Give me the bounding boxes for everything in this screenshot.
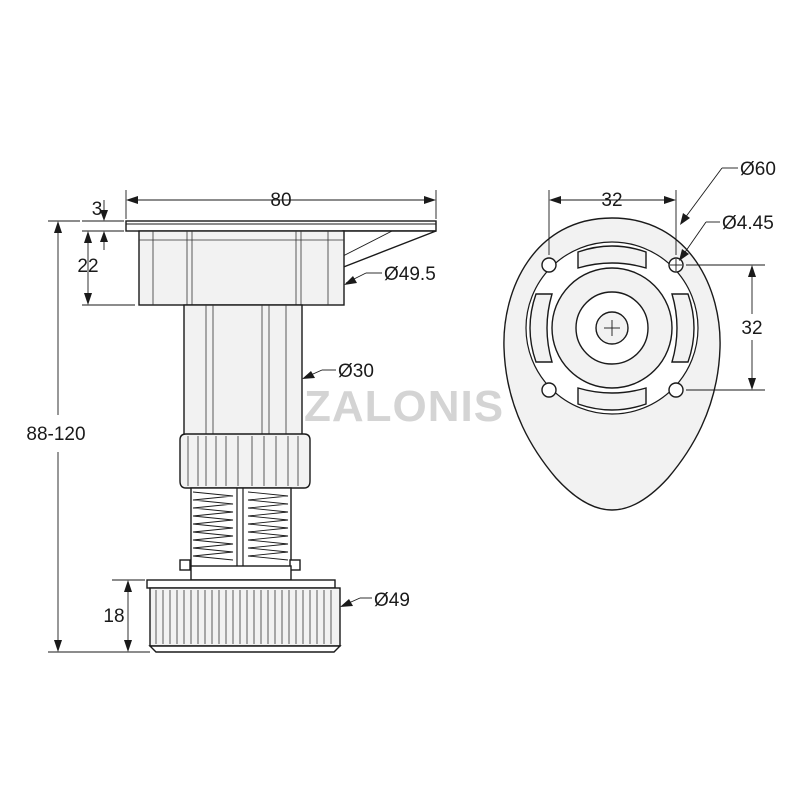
dimension-hole-spacing-y: 32 [686, 264, 765, 391]
tube [183, 304, 303, 436]
leader-hole-diameter: Ø4.45 [679, 213, 774, 261]
dimension-total-height: 88-120 [26, 220, 150, 653]
cross-web [577, 245, 647, 269]
watermark-text: ZALONIS [304, 382, 504, 431]
plate-thickness-label: 3 [92, 199, 103, 220]
total-height-label: 88-120 [26, 424, 85, 445]
adjustment-nut [179, 433, 311, 489]
outer-diameter-label: Ø60 [740, 159, 776, 180]
base-foot [146, 579, 342, 653]
leader-base-diameter: Ø49 [340, 590, 410, 611]
leader-top-diameter: Ø49.5 [344, 264, 436, 285]
side-view: 80 3 22 88-120 [26, 190, 437, 653]
leader-tube-diameter: Ø30 [302, 361, 374, 382]
dimension-top-height: 22 [77, 231, 135, 306]
top-height-label: 22 [77, 256, 98, 277]
leader-outer-diameter: Ø60 [680, 159, 776, 225]
top-view: 32 32 Ø60 Ø4.45 [503, 159, 776, 511]
top-diameter-label: Ø49.5 [384, 264, 436, 285]
base-height-label: 18 [103, 606, 124, 627]
width-label: 80 [270, 190, 291, 211]
hole-diameter-label: Ø4.45 [722, 213, 774, 234]
dimension-hole-spacing-x: 32 [548, 190, 677, 255]
threaded-spindle [179, 487, 301, 581]
base-diameter-label: Ø49 [374, 590, 410, 611]
tube-diameter-label: Ø30 [338, 361, 374, 382]
mounting-holes [541, 257, 684, 398]
hole-spacing-y-label: 32 [741, 318, 762, 339]
top-body [138, 230, 345, 306]
dimension-plate-thickness: 3 [82, 199, 124, 250]
dimension-base-height: 18 [103, 579, 145, 652]
hole-spacing-x-label: 32 [601, 190, 622, 211]
dimension-width: 80 [125, 190, 437, 219]
